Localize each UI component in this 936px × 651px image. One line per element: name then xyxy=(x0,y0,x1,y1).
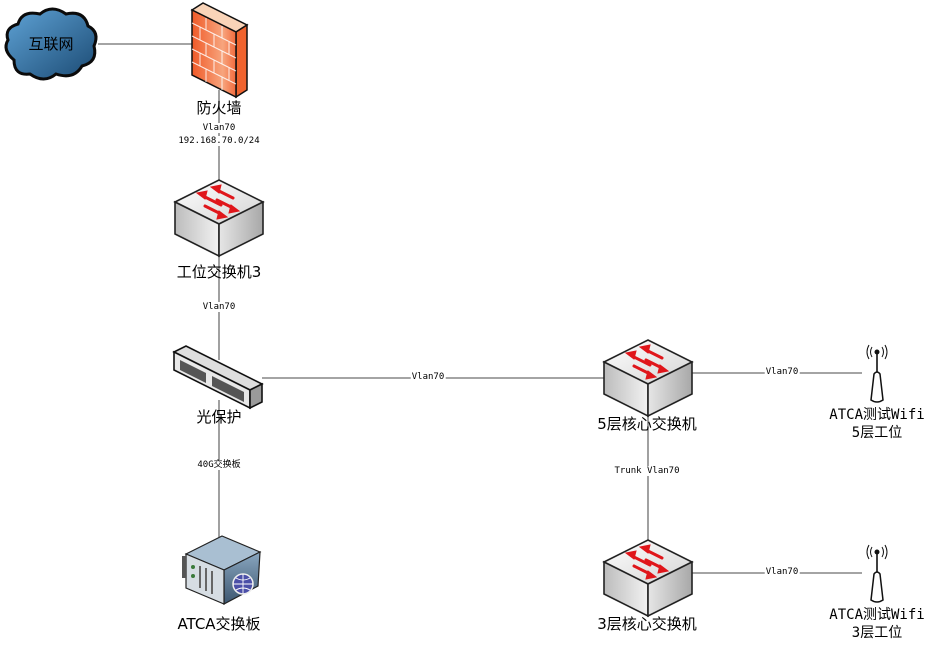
optical-protection-label: 光保护 xyxy=(196,408,242,426)
switch-icon[interactable] xyxy=(602,338,694,418)
link-label-core5-wifi5: Vlan70 xyxy=(764,367,800,378)
link-label-optical-core5: Vlan70 xyxy=(410,372,446,383)
link-label-firewall-subnet: 192.168.70.0/24 xyxy=(177,136,261,147)
firewall-icon[interactable] xyxy=(190,2,249,99)
core-switch-3f-label: 3层核心交换机 xyxy=(597,615,697,633)
wifi-ap-icon[interactable] xyxy=(866,544,888,603)
cloud-icon[interactable] xyxy=(4,7,98,81)
patch-panel-icon[interactable] xyxy=(172,345,264,410)
wifi-5f-label-line1: ATCA测试Wifi xyxy=(829,407,925,423)
core-switch-5f-label: 5层核心交换机 xyxy=(597,415,697,433)
link-label-optical-atca: 40G交换板 xyxy=(196,460,242,471)
link-label-core3-wifi3: Vlan70 xyxy=(764,567,800,578)
wifi-3f-label-line2: 3层工位 xyxy=(851,625,903,641)
server-icon[interactable] xyxy=(182,535,262,605)
wifi-5f-label-line2: 5层工位 xyxy=(851,425,903,441)
link-label-core5-core3: Trunk Vlan70 xyxy=(613,466,681,477)
link-label-firewall-vlan: Vlan70 xyxy=(201,123,237,134)
firewall-label: 防火墙 xyxy=(196,99,242,117)
wifi-3f-label-line1: ATCA测试Wifi xyxy=(829,607,925,623)
switch-icon[interactable] xyxy=(173,178,265,258)
atca-board-label: ATCA交换板 xyxy=(177,615,261,633)
workstation-switch3-label: 工位交换机3 xyxy=(176,263,262,281)
internet-label: 互联网 xyxy=(28,35,74,53)
switch-icon[interactable] xyxy=(602,538,694,618)
wifi-ap-icon[interactable] xyxy=(866,344,888,403)
link-label-switch3-optical: Vlan70 xyxy=(201,302,237,313)
